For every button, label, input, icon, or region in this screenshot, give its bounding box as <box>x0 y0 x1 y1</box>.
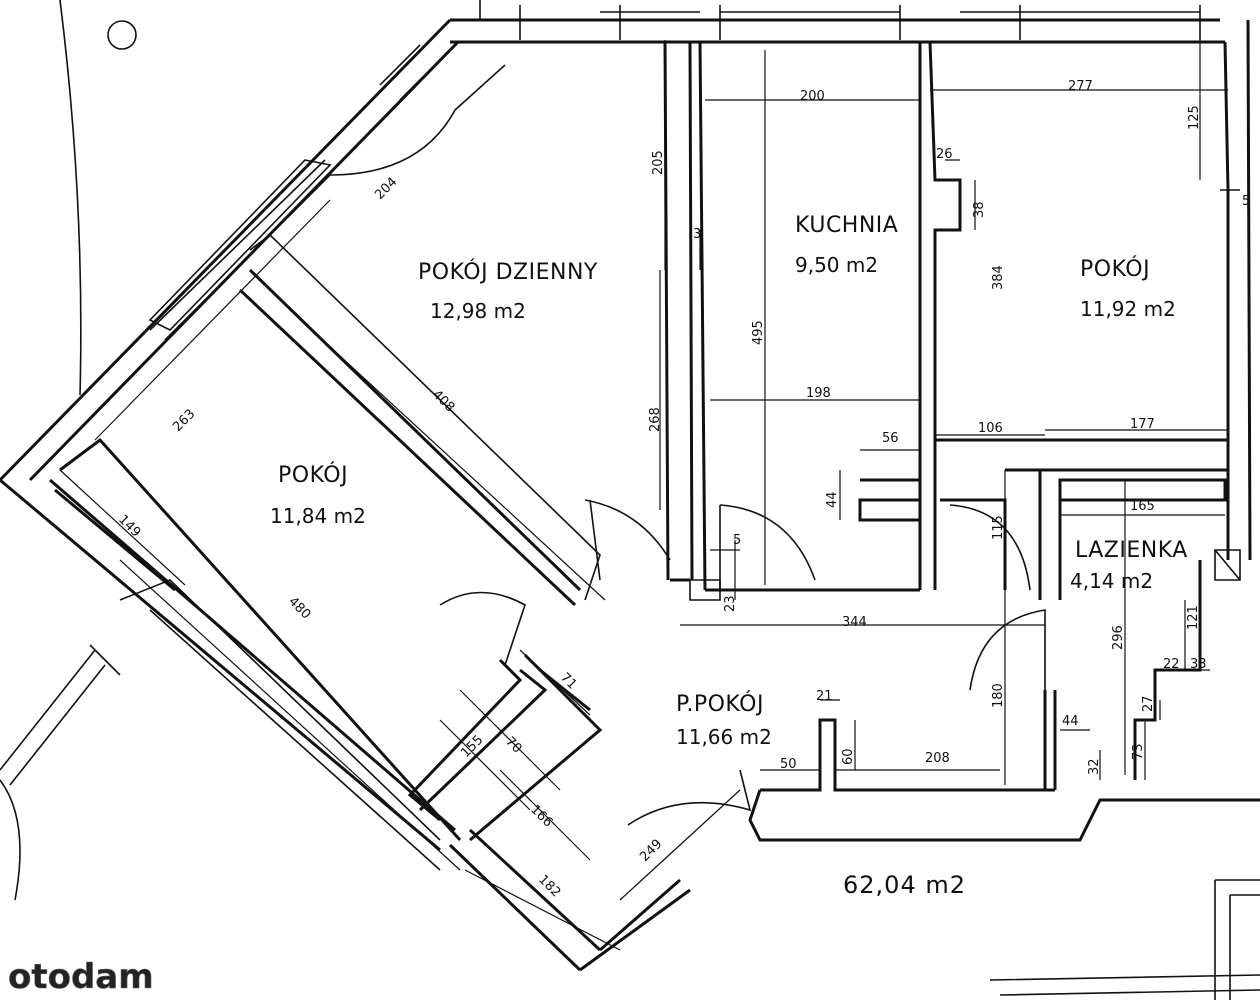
room-area-kuchnia: 9,50 m2 <box>795 253 878 277</box>
dim-label: 180 <box>991 683 1006 708</box>
dim-label: 23 <box>723 595 738 612</box>
dim-label: 5 <box>733 533 741 548</box>
room-name-p-pokoj: P.POKÓJ <box>676 691 764 717</box>
room-labels: POKÓJ DZIENNY 12,98 m2 KUCHNIA 9,50 m2 P… <box>270 213 1188 899</box>
dim-label: 249 <box>637 837 665 865</box>
dim-label: 182 <box>535 872 563 900</box>
dim-label: 121 <box>1186 605 1201 630</box>
dim-label: 165 <box>1130 499 1155 514</box>
dim-label: 32 <box>1087 758 1102 775</box>
room-area-p-pokoj: 11,66 m2 <box>676 725 772 749</box>
room-area-pokoj-left: 11,84 m2 <box>270 504 366 528</box>
dim-label: 208 <box>925 751 950 766</box>
dim-label: 60 <box>841 748 856 765</box>
room-area-pokoj-dzienny: 12,98 m2 <box>430 299 526 323</box>
dim-label: 106 <box>978 421 1003 436</box>
dim-label: 115 <box>991 515 1006 540</box>
dim-label: 205 <box>651 150 666 175</box>
room-name-pokoj-dzienny: POKÓJ DZIENNY <box>418 259 598 285</box>
dim-label: 268 <box>648 407 663 432</box>
dim-label: 177 <box>1130 417 1155 432</box>
room-area-lazienka: 4,14 m2 <box>1070 569 1153 593</box>
room-name-kuchnia: KUCHNIA <box>795 213 898 238</box>
dim-label: 166 <box>527 802 555 830</box>
dim-label: 200 <box>800 89 825 104</box>
dim-label: 408 <box>429 387 457 415</box>
room-name-pokoj-right: POKÓJ <box>1080 256 1150 282</box>
dim-label: 3 <box>693 227 701 242</box>
total-area: 62,04 m2 <box>843 871 966 899</box>
dim-label: 204 <box>372 175 400 203</box>
dim-label: 277 <box>1068 79 1093 94</box>
dim-label: 44 <box>1062 714 1079 729</box>
room-name-lazienka: LAZIENKA <box>1075 538 1188 563</box>
room-name-pokoj-left: POKÓJ <box>278 462 348 488</box>
dim-label: 21 <box>816 689 833 704</box>
dim-label: 296 <box>1111 625 1126 650</box>
room-area-pokoj-right: 11,92 m2 <box>1080 297 1176 321</box>
dim-label: 495 <box>751 320 766 345</box>
dim-label: 155 <box>458 733 486 761</box>
dim-label: 22 <box>1163 657 1180 672</box>
doors <box>329 64 1046 826</box>
watermark-logo: otodam <box>8 957 154 997</box>
dim-label: 125 <box>1187 105 1202 130</box>
dim-label: 50 <box>780 757 797 772</box>
dim-label: 56 <box>882 431 899 446</box>
dim-label: 480 <box>285 594 313 622</box>
dim-label: 70 <box>502 734 524 756</box>
dim-label: 73 <box>1131 743 1146 760</box>
dim-label: 26 <box>936 147 953 162</box>
dim-label: 33 <box>1190 657 1207 672</box>
dim-label: 344 <box>842 615 867 630</box>
dim-label: 198 <box>806 386 831 401</box>
dim-label: 27 <box>1141 695 1156 712</box>
dimension-lines <box>59 40 1228 951</box>
dim-label: 149 <box>115 512 143 540</box>
dim-label: 384 <box>991 265 1006 290</box>
dimension-labels: 200 277 125 205 26 38 384 5 3 495 198 26… <box>115 79 1250 900</box>
dim-label: 44 <box>825 491 840 508</box>
dim-label: 263 <box>170 407 198 435</box>
dim-label: 5 <box>1242 194 1250 209</box>
dim-label: 38 <box>972 201 987 218</box>
